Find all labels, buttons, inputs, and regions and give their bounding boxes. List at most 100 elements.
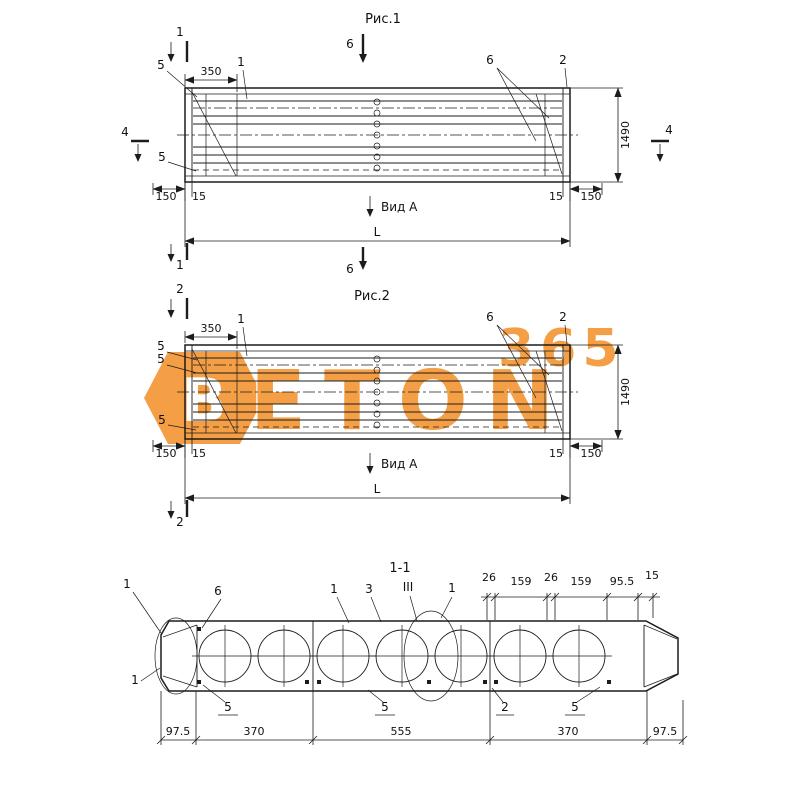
fig1-pos-1-leader [242, 69, 248, 100]
section-voids [192, 625, 612, 687]
fig2-dim-15-right: 15 [549, 447, 563, 460]
section-dims-top: 26 159 26 159 95.5 15 [481, 569, 660, 620]
fig2-pos-1-leader [242, 326, 248, 357]
fig2-lifting-loops [373, 355, 381, 429]
section-1-1: 1-1 [123, 561, 688, 745]
section-title: 1-1 [389, 561, 410, 576]
fig2-pos-6-leader1 [496, 324, 550, 376]
fig2-pos-2: 2 [559, 310, 567, 324]
fig2-view-a-label: Вид А [381, 457, 418, 471]
fig1-pos-1: 1 [237, 55, 245, 69]
void-7 [546, 625, 612, 687]
fig1-dim-1490-text: 1490 [619, 121, 632, 149]
fig1-dim-150-right: 150 [581, 190, 602, 203]
section-pos-iii-leader [409, 595, 418, 622]
fig1-cut-6-bottom-label: 6 [346, 262, 354, 276]
section-pos-5-b-leader [367, 689, 384, 703]
fig1-cut-1-top-arrow [167, 54, 175, 62]
fig1-dim-15-left: 15 [192, 190, 206, 203]
figure-1: Рис.1 6 1 5 1 350 6 2 4 4 [121, 12, 673, 276]
section-pos-1-bottom: 1 [131, 673, 139, 687]
section-dims-bottom: 97.5 370 555 370 97.5 [156, 691, 688, 745]
fig1-pos-6-leader2 [496, 67, 537, 142]
fig1-cut-1-top-label: 1 [176, 25, 184, 39]
fig2-pos-5-c: 5 [158, 413, 166, 427]
void-5 [428, 625, 494, 687]
section-dim-370-right: 370 [558, 725, 579, 738]
section-dim-97-5-left: 97.5 [166, 725, 191, 738]
section-pos-5-a-leader [202, 684, 226, 703]
fig2-pos-5-a: 5 [157, 339, 165, 353]
watermark-text: ETON [250, 354, 572, 449]
fig2-pos-2-leader [564, 324, 568, 345]
fig1-pos-5-top: 5 [157, 58, 165, 72]
fig1-pos-2-leader [564, 67, 568, 88]
section-pos-3: 3 [365, 582, 373, 596]
section-pos-1-left: 1 [123, 577, 131, 591]
section-pos-5-a: 5 [224, 700, 232, 714]
detail-ellipse-left [154, 617, 198, 695]
fig1-cut-4-left-arrow [134, 154, 142, 162]
section-pos-5-c-leader [576, 686, 601, 703]
section-pos-6-leader [201, 598, 222, 629]
fig2-dim-L-text: L [374, 482, 381, 496]
section-dim-15: 15 [645, 569, 659, 582]
section-pos-3-leader [370, 596, 382, 623]
fig1-pos-2: 2 [559, 53, 567, 67]
void-4 [369, 625, 435, 687]
section-dim-97-5-right: 97.5 [653, 725, 678, 738]
section-pos-1-b: 1 [448, 581, 456, 595]
fig1-cut-1-bottom-arrow [167, 254, 175, 262]
section-rebar-dots [197, 627, 611, 684]
section-dim-159-b: 159 [571, 575, 592, 588]
watermark-number: 365 [498, 319, 625, 379]
fig1-dim-L-text: L [374, 225, 381, 239]
fig1-dim-15-right: 15 [549, 190, 563, 203]
fig2-pos-6-leader2 [496, 324, 537, 399]
fig1-cut-6-top-arrow [359, 54, 367, 63]
fig1-dim-350: 350 [201, 65, 222, 78]
detail-ellipse-mid [403, 610, 459, 702]
fig1-pos-5-mid-leader [167, 161, 197, 172]
fig2-dims-bottom: 150 15 15 150 [152, 439, 603, 460]
fig2-dim-15-left: 15 [192, 447, 206, 460]
section-dim-26-a: 26 [482, 571, 496, 584]
fig2-dim-1490: 1490 [570, 344, 632, 440]
fig2-dim-L: L [184, 439, 571, 504]
fig1-cut-1-bottom-label: 1 [176, 258, 184, 272]
watermark-logo: B 365 ETON [144, 318, 625, 450]
fig1-cut-6-top-label: 6 [346, 37, 354, 51]
section-pos-5-c: 5 [571, 700, 579, 714]
watermark-badge [144, 352, 264, 444]
section-pos-6: 6 [214, 584, 222, 598]
fig2-pos-5-b: 5 [157, 352, 165, 366]
section-pos-2: 2 [501, 700, 509, 714]
fig2-pos-6: 6 [486, 310, 494, 324]
fig1-body [177, 87, 578, 183]
void-6 [487, 625, 553, 687]
fig1-dim-L: L [184, 182, 571, 247]
fig1-cut-4-right-arrow [656, 154, 664, 162]
section-pos-1-a: 1 [330, 582, 338, 596]
section-dim-26-b: 26 [544, 571, 558, 584]
fig1-view-a-arrow [366, 209, 374, 217]
fig1-pos-6-leader1 [496, 67, 550, 119]
fig2-dim-350: 350 [201, 322, 222, 335]
section-pos-2-leader [491, 687, 504, 703]
fig2-dim-1490-text: 1490 [619, 378, 632, 406]
figure-2: Рис.2 2 5 5 350 1 6 2 [152, 282, 632, 529]
fig2-view-a-arrow [366, 466, 374, 474]
fig1-cut-4-left-label: 4 [121, 125, 129, 139]
fig1-title: Рис.1 [365, 12, 401, 27]
fig2-dim-150-left: 150 [156, 447, 177, 460]
section-dim-370-left: 370 [244, 725, 265, 738]
section-dim-555: 555 [391, 725, 412, 738]
void-2 [251, 625, 317, 687]
fig1-lifting-loops [373, 98, 381, 172]
fig1-view-a-label: Вид А [381, 200, 418, 214]
section-pos-1-left-leader [132, 591, 162, 634]
section-dim-95-5: 95.5 [610, 575, 635, 588]
section-pos-1-a-leader [336, 596, 350, 624]
